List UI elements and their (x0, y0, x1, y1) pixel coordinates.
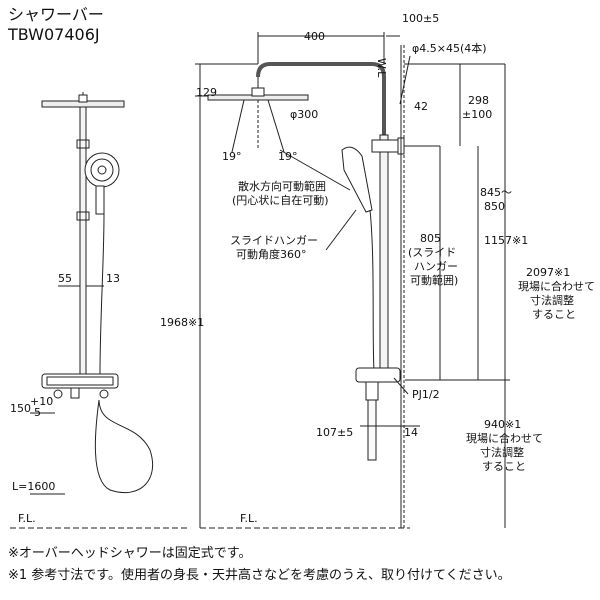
angle-left: 19° (222, 150, 242, 163)
dim-107: 107±5 (316, 426, 353, 439)
dim-phi300: φ300 (290, 108, 318, 121)
dim-940-note-2: 寸法調整 (480, 445, 524, 459)
dim-150: 150 (10, 402, 31, 415)
dim-150-minus: -5 (30, 406, 41, 419)
dim-100: 100±5 (402, 12, 439, 25)
dim-14: 14 (404, 426, 418, 439)
angle-right: 19° (278, 150, 298, 163)
dim-2097: 2097※1 (526, 266, 570, 279)
dim-1968: 1968※1 (160, 316, 204, 329)
dim-1157: 1157※1 (484, 234, 528, 247)
product-model: TBW07406J (8, 25, 100, 44)
dim-2097-note-1: 現場に合わせて (518, 279, 595, 293)
dim-400: 400 (304, 30, 325, 43)
thermostat-mixer-front (41, 373, 119, 389)
dim-42: 42 (414, 100, 428, 113)
pipe-thread: PJ1/2 (412, 388, 440, 401)
dim-129: 129 (196, 86, 217, 99)
hand-shower-side (341, 146, 373, 213)
dim-940-note-3: すること (482, 460, 526, 473)
hand-shower-head (84, 152, 120, 188)
note-reference-dims: ※1 参考寸法です。使用者の身長・天井高さなどを考慮のうえ、取り付けてください。 (8, 568, 511, 583)
dim-940-note-1: 現場に合わせて (466, 431, 543, 445)
dim-845: 845～ (480, 186, 512, 199)
spray-note-2: (円心状に自在可動) (232, 193, 329, 207)
shower-bar-side (379, 134, 389, 374)
dim-2097-note-2: 寸法調整 (530, 293, 574, 307)
dim-805: 805 (420, 232, 441, 245)
dim-298: 298 (468, 94, 489, 107)
dim-150-plus: +10 (30, 395, 53, 408)
dim-805-note-3: 可動範囲) (410, 273, 458, 287)
wall-line-label: W.L (375, 58, 388, 78)
floor-line-right: F.L. (240, 512, 258, 525)
hanger-note-2: 可動角度360° (236, 247, 307, 261)
hanger-note-1: スライドハンガー (230, 234, 318, 247)
dim-55: 55 (58, 272, 72, 285)
dim-13: 13 (106, 272, 120, 285)
dim-940: 940※1 (484, 418, 521, 431)
hose-length: L=1600 (12, 480, 55, 493)
technical-drawing: 400 100±5 W.L φ4.5×45(4本) 129 φ300 298 ±… (10, 12, 595, 529)
dim-850: 850 (484, 200, 505, 213)
floor-line-left: F.L. (18, 512, 36, 525)
product-category: シャワーバー (8, 5, 104, 24)
note-overhead-fixed: ※オーバーヘッドシャワーは固定式です。 (8, 546, 252, 561)
dim-805-note-2: ハンガー (414, 260, 458, 273)
dim-2097-note-3: すること (532, 308, 576, 321)
hole-spec: φ4.5×45(4本) (412, 41, 487, 55)
spray-note-1: 散水方向可動範囲 (238, 179, 326, 193)
dim-298-tol: ±100 (462, 108, 492, 121)
thermostat-mixer-side (355, 367, 401, 383)
dim-805-note-1: (スライド (408, 246, 456, 259)
